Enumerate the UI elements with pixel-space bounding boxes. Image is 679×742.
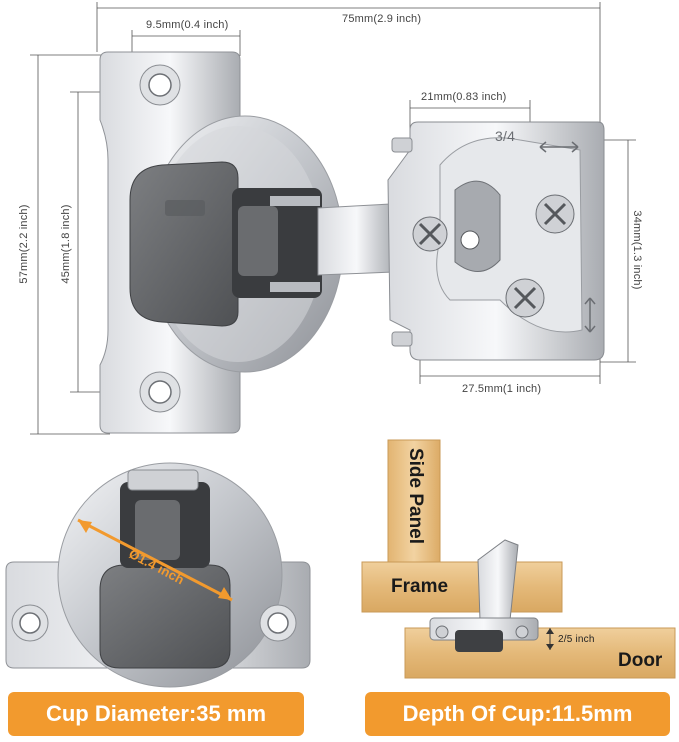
adjustment-screw-1 (412, 216, 448, 252)
cup-diameter-badge: Cup Diameter:35 mm (8, 692, 304, 736)
cup-depth-inch-label: 2/5 inch (558, 634, 595, 645)
dimension-27-5mm: 27.5mm(1 inch) (462, 383, 542, 395)
dimension-34mm: 34mm(1.3 inch) (631, 210, 643, 290)
installation-illustration (361, 439, 676, 679)
frame-label: Frame (391, 576, 449, 597)
dimension-9-5mm: 9.5mm(0.4 inch) (146, 19, 229, 31)
dimension-57mm: 57mm(2.2 inch) (18, 204, 30, 284)
door-label: Door (618, 650, 663, 671)
adjustment-screw-2 (535, 194, 575, 234)
plate-size-mark: 3/4 (495, 128, 516, 144)
cup-depth-badge: Depth Of Cup:11.5mm (365, 692, 670, 736)
adjustment-screw-3 (505, 278, 545, 318)
dimension-45mm: 45mm(1.8 inch) (60, 204, 72, 284)
side-panel-label: Side Panel (405, 447, 426, 545)
dimension-75mm: 75mm(2.9 inch) (342, 13, 422, 25)
cup-closeup-illustration (5, 462, 311, 688)
dimension-21mm: 21mm(0.83 inch) (421, 91, 507, 103)
